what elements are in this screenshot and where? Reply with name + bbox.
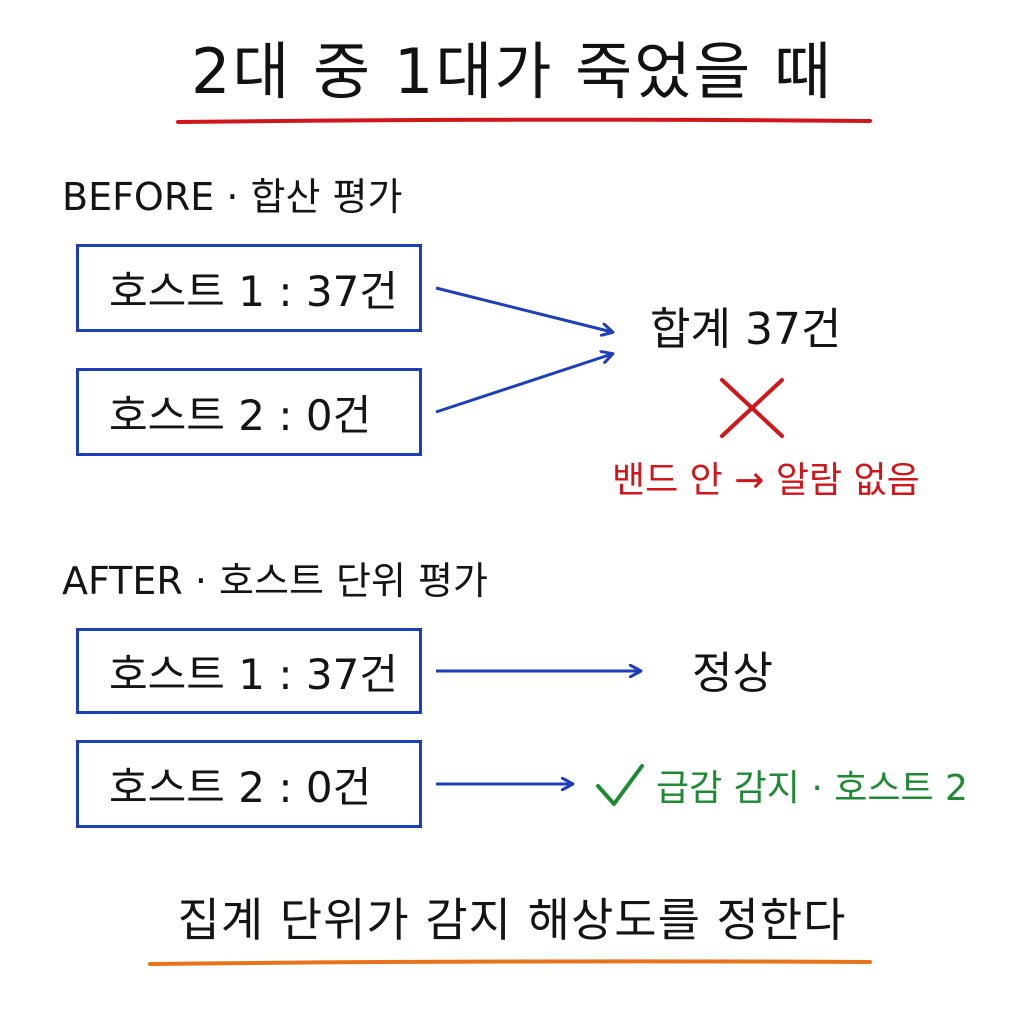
before-host1-label: 호스트 1 : 37건 bbox=[109, 266, 398, 316]
title-underline bbox=[176, 117, 872, 124]
footer-conclusion: 집계 단위가 감지 해상도를 정한다 bbox=[177, 893, 847, 947]
before-host1-arrow bbox=[435, 286, 612, 332]
before-host2-box: 호스트 2 : 0건 bbox=[76, 368, 422, 456]
before-section-label: BEFORE · 합산 평가 bbox=[62, 175, 403, 219]
cross-icon bbox=[720, 378, 784, 438]
before-note-label: 밴드 안 → 알람 없음 bbox=[612, 460, 920, 501]
before-host2-label: 호스트 2 : 0건 bbox=[109, 390, 372, 440]
after-result2-label: 급감 감지 · 호스트 2 bbox=[656, 768, 968, 809]
before-total-label: 합계 37건 bbox=[650, 304, 842, 355]
page-title: 2대 중 1대가 죽었을 때 bbox=[190, 35, 834, 108]
before-host2-arrow bbox=[435, 354, 612, 414]
before-host1-box: 호스트 1 : 37건 bbox=[76, 244, 422, 332]
check-icon bbox=[596, 764, 644, 806]
after-host2-label: 호스트 2 : 0건 bbox=[109, 762, 372, 812]
after-host1-label: 호스트 1 : 37건 bbox=[109, 649, 398, 699]
after-section-label: AFTER · 호스트 단위 평가 bbox=[62, 559, 488, 603]
footer-underline bbox=[148, 959, 872, 966]
after-result1-label: 정상 bbox=[692, 648, 773, 699]
after-host2-box: 호스트 2 : 0건 bbox=[76, 740, 422, 828]
after-host1-box: 호스트 1 : 37건 bbox=[76, 628, 422, 714]
